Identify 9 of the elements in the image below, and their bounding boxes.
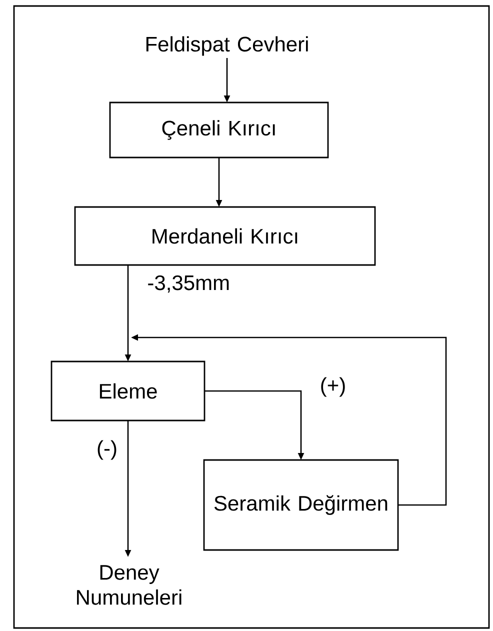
process-box: Çeneli Kırıcı [109,102,329,158]
edge-label: (-) [96,439,118,461]
process-box: Merdaneli Kırıcı [74,206,376,266]
output-label: Deney Numuneleri [77,565,182,605]
edge-label: -3,35mm [146,274,232,294]
input-label: Feldispat Cevheri [146,36,308,56]
process-box: Eleme [50,360,206,422]
process-box: Seramik Değirmen [203,459,399,551]
edge-label: (+) [318,376,348,398]
